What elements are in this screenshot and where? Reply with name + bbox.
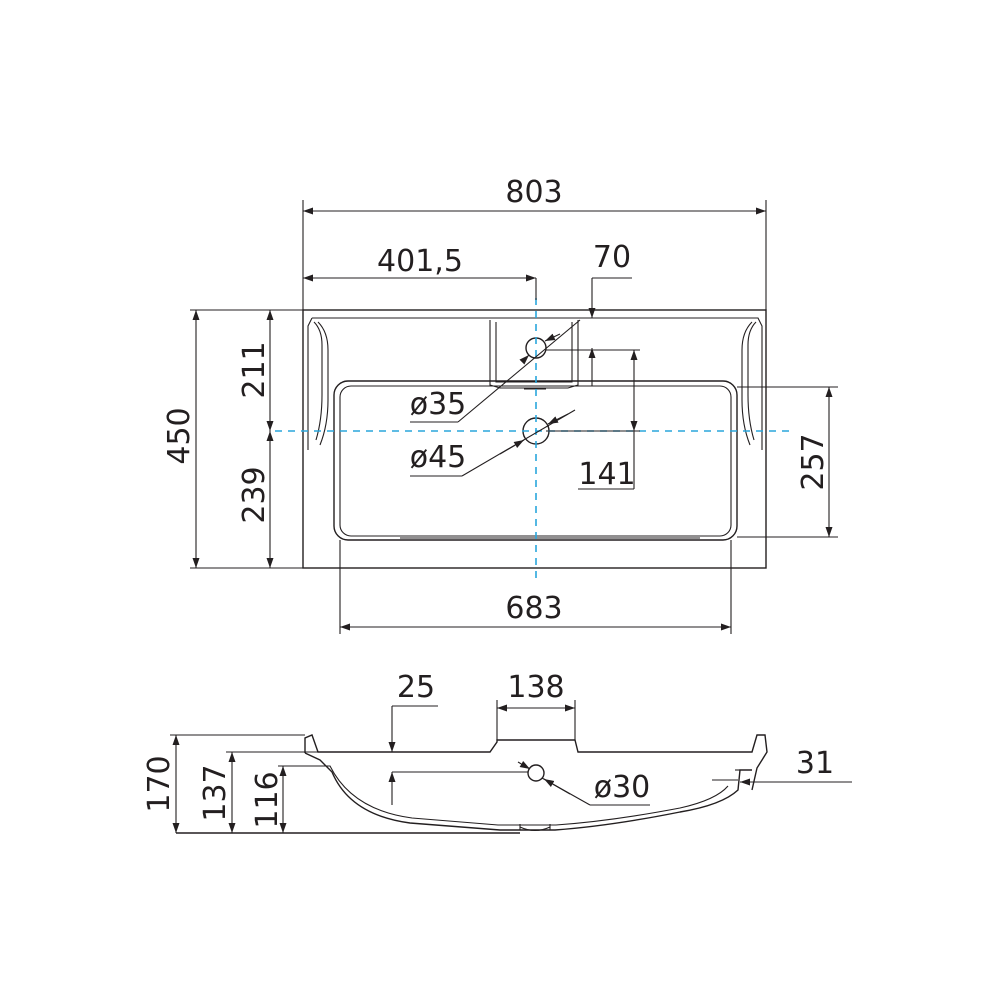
right-groove [747,321,757,441]
side-drain [519,824,551,832]
dim-rim-31: 31 [796,746,834,781]
dim-offset-25: 25 [397,670,435,705]
dim-overflow-width: 138 [507,670,564,705]
right-groove-inner [741,321,753,446]
dim-tap-hole: ø35 [410,387,467,422]
basin-outline [302,309,767,569]
side-profile-inner [318,765,729,826]
dim-lower-depth: 239 [237,466,272,523]
side-view: 25 138 ø30 170 137 116 31 [142,670,852,834]
tap-deck-inner [495,322,573,383]
dim-overflow-hole: ø30 [594,770,651,805]
side-profile-top [304,734,768,791]
dim-bowl-depth: 257 [796,433,831,490]
dim-bowl-width: 683 [505,591,562,626]
overflow-hole [527,764,545,782]
dim-half-width: 401,5 [377,244,463,279]
rim-line [307,317,763,450]
side-profile-bowl [304,752,752,831]
left-groove-inner [317,321,329,446]
dim-drain-offset: 141 [578,457,635,492]
dim-overall-width: 803 [505,175,562,210]
top-view: 803 401,5 70 141 450 211 239 257 [162,175,838,634]
dim-total-height: 170 [142,755,177,812]
dim-height-137: 137 [198,764,233,821]
dim-height-116: 116 [250,771,285,828]
dim-drain-hole: ø45 [410,440,467,475]
dim-upper-depth: 211 [237,341,272,398]
dim-offset-70: 70 [593,240,631,275]
dim-35-leader [457,319,581,423]
dim-overall-depth: 450 [162,407,197,464]
tap-deck [489,320,579,389]
left-groove [313,321,323,441]
